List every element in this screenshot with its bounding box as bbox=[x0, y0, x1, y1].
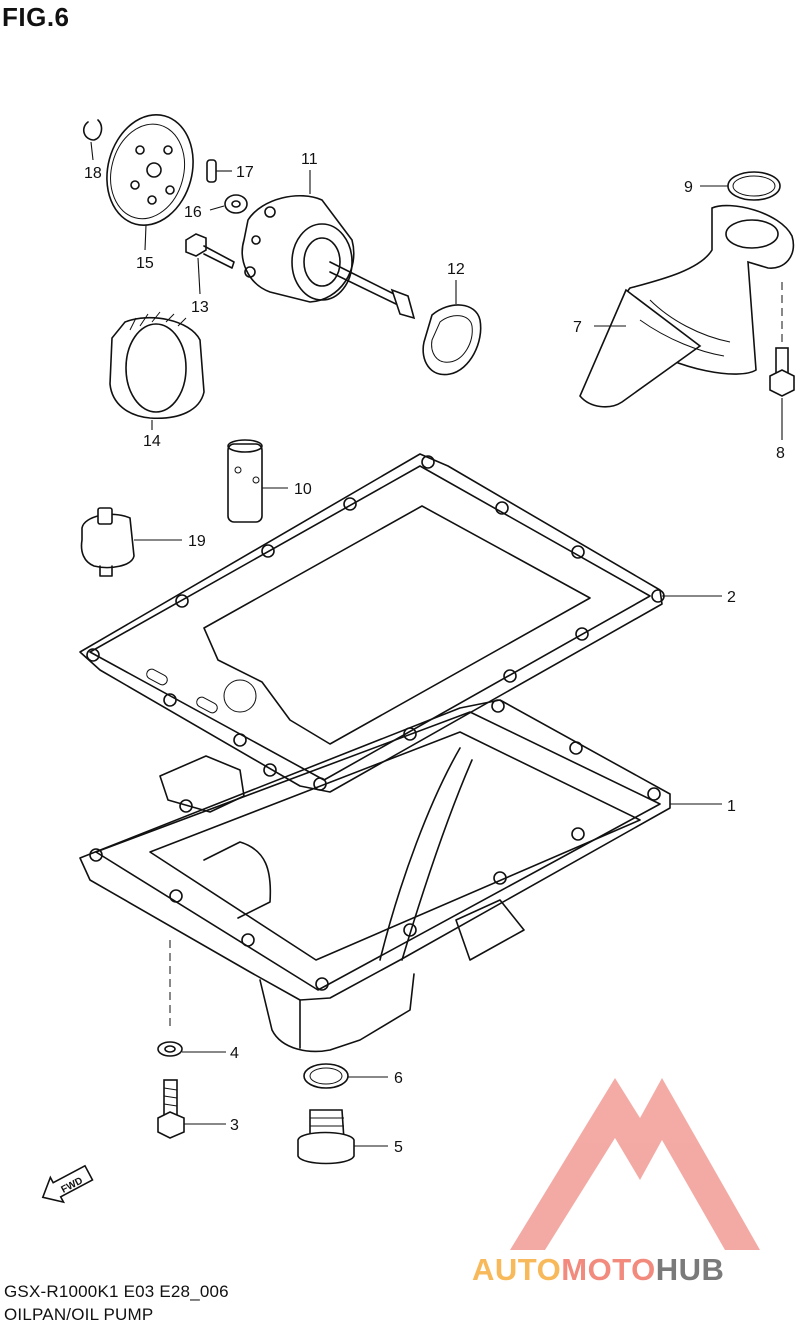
callout-11: 11 bbox=[301, 151, 318, 168]
callout-5: 5 bbox=[394, 1139, 403, 1156]
callout-6: 6 bbox=[394, 1070, 403, 1087]
part-9-o-ring bbox=[727, 171, 781, 201]
callout-7: 7 bbox=[573, 319, 582, 336]
watermark-logo-shape bbox=[510, 1078, 760, 1250]
figure-title: FIG.6 bbox=[2, 2, 70, 32]
callout-19: 19 bbox=[188, 533, 206, 550]
part-16-washer bbox=[224, 194, 248, 214]
part-8-bolt bbox=[769, 282, 795, 397]
callout-9: 9 bbox=[684, 179, 693, 196]
callout-18: 18 bbox=[84, 165, 102, 182]
part-18-circlip bbox=[82, 119, 103, 141]
watermark-auto: AUTO bbox=[472, 1252, 561, 1287]
watermark-logo bbox=[510, 1078, 760, 1250]
part-1-oil-pan bbox=[79, 699, 671, 1053]
part-13-bolt bbox=[185, 233, 235, 269]
callout-1: 1 bbox=[727, 798, 736, 815]
fwd-arrow: FWD bbox=[41, 1164, 94, 1204]
callout-15: 15 bbox=[136, 255, 154, 272]
callout-16: 16 bbox=[184, 204, 202, 221]
callout-4: 4 bbox=[230, 1045, 239, 1062]
watermark-hub: HUB bbox=[656, 1252, 725, 1287]
part-7-oil-strainer bbox=[579, 204, 795, 408]
callout-numbers: 18 15 17 16 13 11 12 14 10 19 9 7 8 2 1 … bbox=[84, 151, 785, 1156]
part-10-sleeve bbox=[227, 439, 263, 523]
callout-3: 3 bbox=[230, 1117, 239, 1134]
part-15-sprocket bbox=[106, 114, 194, 226]
part-5-drain-plug bbox=[297, 1109, 355, 1165]
leader-lines bbox=[90, 141, 783, 1147]
part-3-bolt bbox=[157, 1079, 185, 1139]
part-19-oil-pressure-switch bbox=[80, 507, 135, 577]
part-14-gear bbox=[109, 311, 205, 420]
footer-model-code: GSX-R1000K1 E03 E28_006 bbox=[4, 1282, 229, 1301]
footer-section-name: OILPAN/OIL PUMP bbox=[4, 1305, 154, 1324]
watermark-text: AUTOMOTOHUB bbox=[472, 1252, 724, 1287]
callout-14: 14 bbox=[143, 433, 161, 450]
callout-10: 10 bbox=[294, 481, 312, 498]
part-17-pin bbox=[206, 159, 217, 183]
part-12-gasket bbox=[422, 304, 482, 376]
callout-13: 13 bbox=[191, 299, 209, 316]
watermark-moto: MOTO bbox=[561, 1252, 655, 1287]
part-11-oil-pump bbox=[241, 194, 416, 320]
part-6-gasket bbox=[303, 1063, 349, 1089]
callout-2: 2 bbox=[727, 589, 736, 606]
callout-17: 17 bbox=[236, 164, 254, 181]
callout-8: 8 bbox=[776, 445, 785, 462]
callout-12: 12 bbox=[447, 261, 465, 278]
part-4-washer bbox=[157, 940, 183, 1057]
part-2-gasket bbox=[79, 453, 665, 793]
